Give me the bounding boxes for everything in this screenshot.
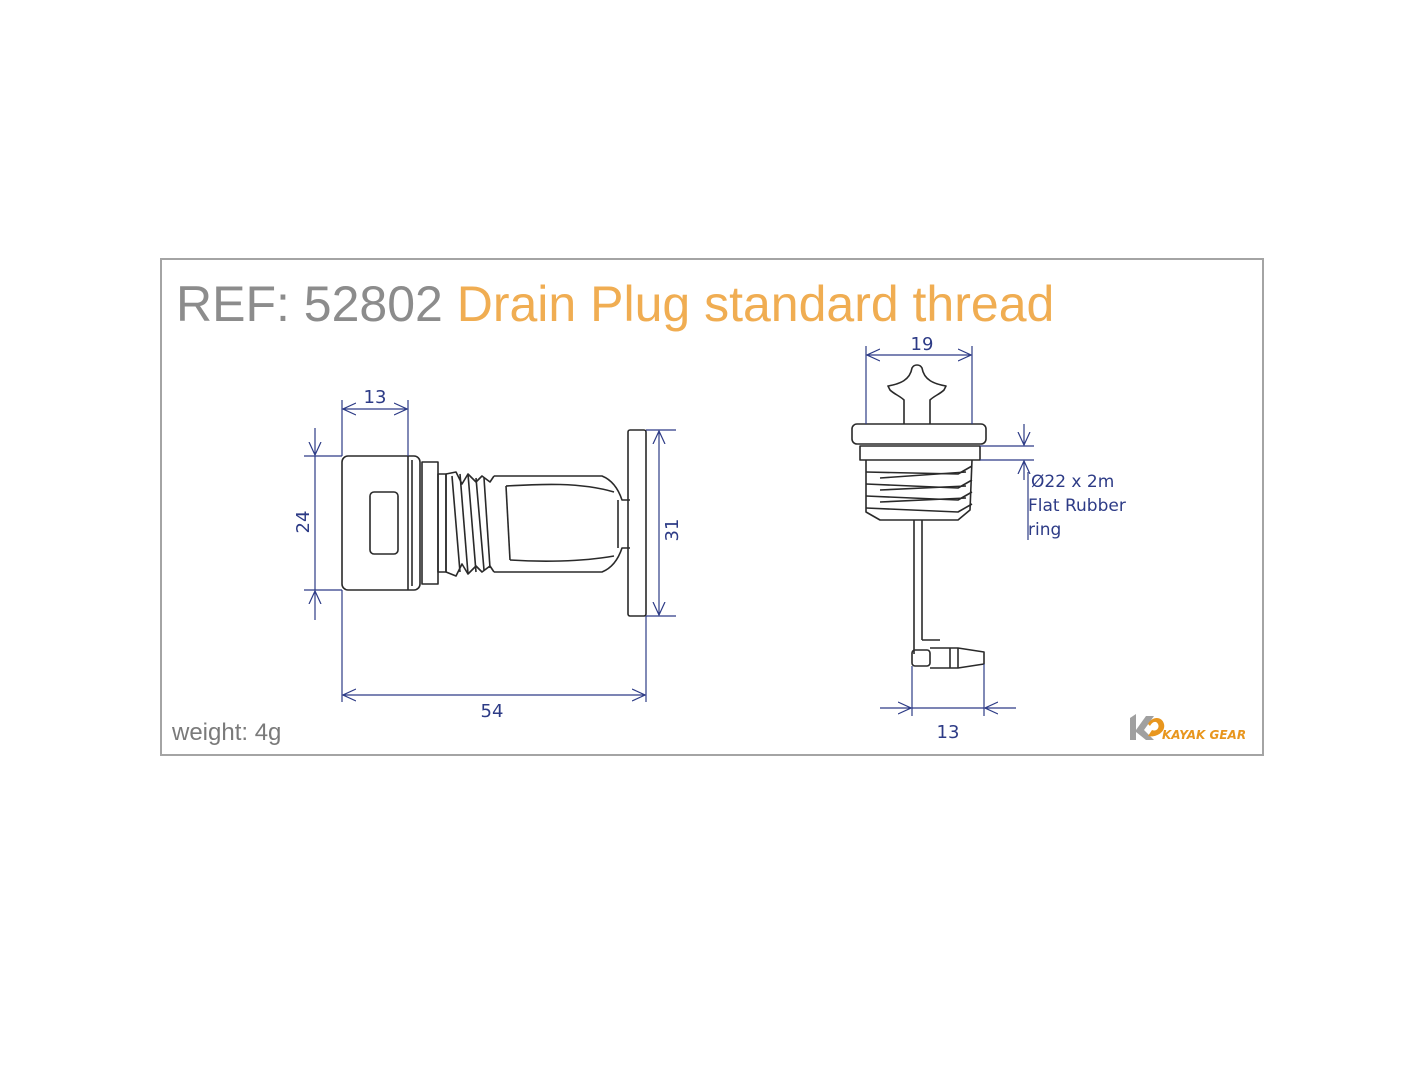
side-dim-right: [646, 429, 676, 617]
weight-label: weight: 4g: [172, 719, 282, 746]
side-dim-bottom-label: 54: [481, 701, 504, 722]
side-dim-top-label: 13: [364, 387, 387, 408]
front-dim-top-label: 19: [911, 334, 934, 355]
front-dim-bottom: [880, 664, 1016, 716]
side-dim-bottom: [341, 590, 647, 702]
logo-text: KAYAK GEAR: [1162, 728, 1246, 742]
front-dim-bottom-label: 13: [937, 722, 960, 743]
ring-note-line2: Flat Rubber: [1028, 496, 1126, 516]
kayak-gear-logo-icon: [1130, 714, 1165, 740]
front-view-outline: [851, 364, 987, 669]
front-dim-top: [865, 346, 973, 424]
ring-note-line3: ring: [1028, 520, 1061, 540]
ring-callout: [980, 424, 1034, 540]
side-dim-left-label: 24: [293, 511, 314, 534]
side-view: 13 24 31 54: [293, 387, 683, 722]
cap-slot: [369, 491, 399, 555]
reference-number: REF: 52802: [176, 276, 443, 332]
product-name: Drain Plug standard thread: [456, 276, 1055, 332]
kayak-gear-logo: KAYAK GEAR: [1130, 714, 1246, 742]
side-dim-left: [304, 428, 342, 620]
page-title: REF: 52802 Drain Plug standard thread: [176, 272, 1054, 336]
side-dim-right-label: 31: [662, 519, 683, 542]
drawing-frame: [160, 258, 1264, 756]
side-view-outline: [341, 429, 647, 617]
ring-note-line1: Ø22 x 2m: [1031, 472, 1114, 492]
side-dim-top: [341, 400, 409, 456]
front-view: 19 Ø22 x 2m Flat Rubber ring 13: [851, 334, 1126, 743]
